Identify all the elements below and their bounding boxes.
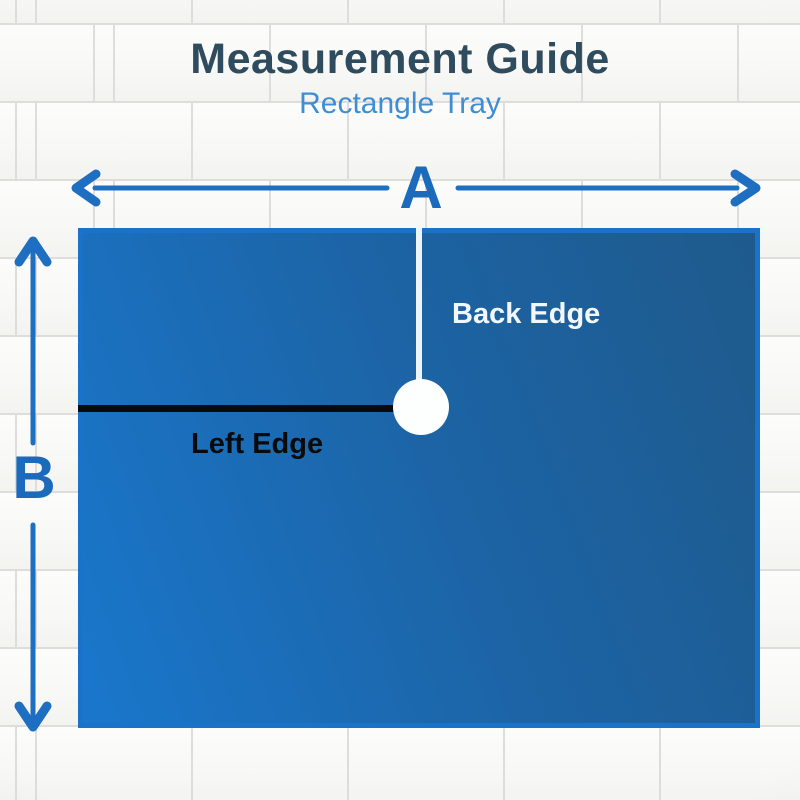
tile-row: [0, 0, 800, 25]
tile-row: [0, 727, 800, 800]
left-edge-line: [78, 405, 422, 412]
tile-row: [0, 103, 800, 181]
back-edge-line: [416, 228, 422, 410]
height-dimension-arrow: [14, 236, 52, 732]
dimension-b-label: B: [12, 444, 56, 511]
page-subtitle: Rectangle Tray: [299, 87, 501, 121]
left-edge-label: Left Edge: [191, 428, 324, 460]
arrowhead-left-icon: [71, 169, 101, 207]
width-dimension-arrow: [71, 169, 761, 207]
arrowhead-up-icon: [14, 236, 52, 267]
page-title: Measurement Guide: [190, 35, 610, 83]
arrowhead-right-icon: [730, 169, 761, 207]
drain-hole: [393, 379, 449, 435]
back-edge-label: Back Edge: [452, 298, 601, 330]
header: Measurement Guide Rectangle Tray: [0, 35, 800, 121]
arrowhead-down-icon: [14, 701, 52, 732]
tile-row: [0, 25, 800, 103]
dimension-a-label: A: [399, 154, 443, 221]
